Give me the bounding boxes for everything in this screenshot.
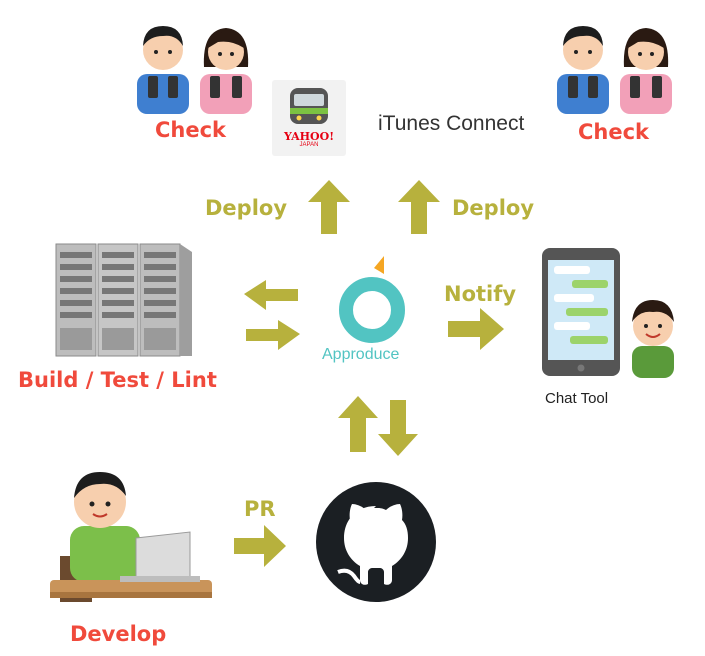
developer-laptop-icon xyxy=(50,472,212,602)
users-checking-phones-icon-left xyxy=(137,26,252,114)
itunes-connect-label: iTunes Connect xyxy=(378,112,525,135)
users-checking-phones-icon-right xyxy=(557,26,672,114)
notify-label: Notify xyxy=(444,282,517,306)
yahoo-brand-text: YAHOO! xyxy=(283,130,335,143)
develop-label: Develop xyxy=(70,622,167,646)
github-octocat-icon xyxy=(316,482,436,602)
check-label-left: Check xyxy=(155,118,227,142)
approduce-label: Approduce xyxy=(322,346,400,363)
pr-arrow-icon xyxy=(234,525,286,567)
yahoo-japan-logo: YAHOO! JAPAN xyxy=(272,80,346,156)
yahoo-sub-text: JAPAN xyxy=(299,142,319,148)
deploy-label-left: Deploy xyxy=(205,196,288,220)
build-test-lint-label: Build / Test / Lint xyxy=(18,368,217,392)
chat-tool-label: Chat Tool xyxy=(545,390,609,407)
exchange-arrows-icon xyxy=(244,280,300,350)
deploy-label-right: Deploy xyxy=(452,196,535,220)
deploy-arrow-left-icon xyxy=(308,180,350,234)
sync-arrows-icon xyxy=(338,396,418,456)
server-rack-icon xyxy=(55,243,192,357)
notify-arrow-icon xyxy=(448,308,504,350)
deploy-arrow-right-icon xyxy=(398,180,440,234)
chat-phone-icon xyxy=(542,248,674,378)
pr-label: PR xyxy=(244,497,276,521)
check-label-right: Check xyxy=(578,120,650,144)
approduce-logo xyxy=(339,256,405,343)
